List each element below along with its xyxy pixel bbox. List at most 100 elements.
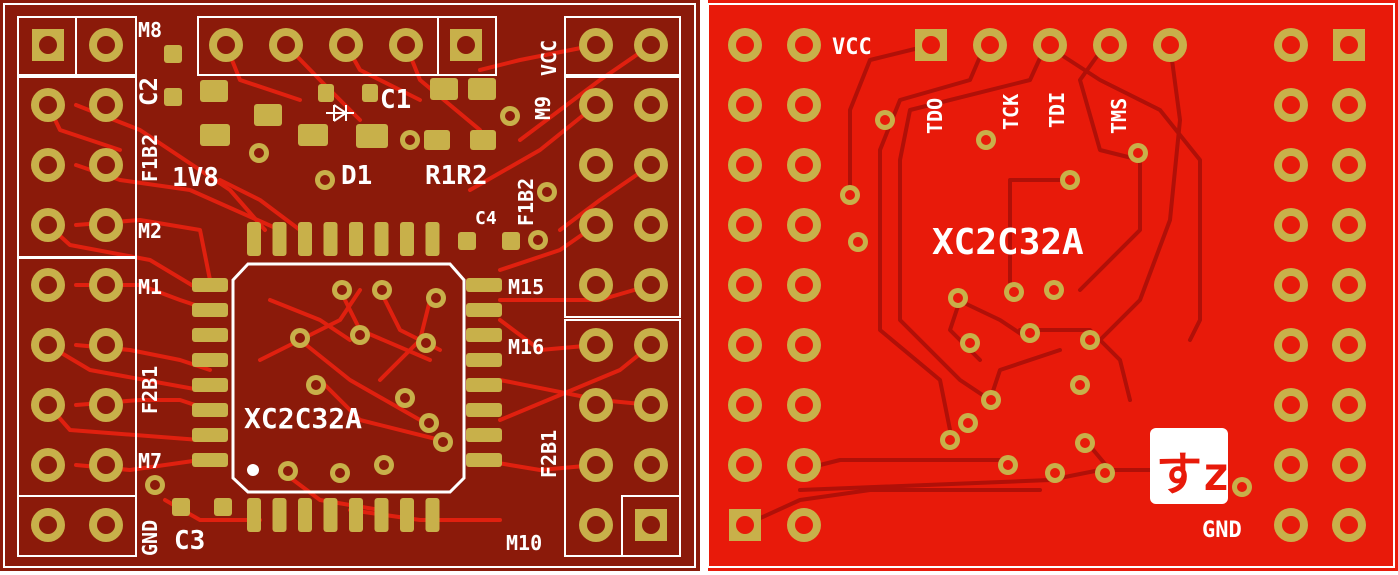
- label-f1b2-right: F1B2: [514, 178, 538, 226]
- via-drill: [542, 187, 552, 197]
- trace: [518, 43, 653, 142]
- chip-pin-left: [192, 428, 228, 442]
- label-d1: D1: [341, 161, 372, 191]
- pad-left-b-drill: [97, 96, 115, 114]
- pad-left-b-drill: [97, 36, 115, 54]
- pad-left-a-drill: [736, 276, 754, 294]
- via-drill: [424, 418, 434, 428]
- chip-pin-top: [349, 222, 363, 256]
- pad-left-a-drill: [39, 96, 57, 114]
- pad-right-a-drill: [1282, 516, 1300, 534]
- back-labels: VCC TDO TCK TDI TMS XC2C32A GND: [832, 35, 1242, 543]
- pad-right-a-drill: [587, 336, 605, 354]
- chip-pin-right: [466, 453, 502, 467]
- front-pads: [31, 28, 668, 542]
- chip-pin-left: [192, 403, 228, 417]
- pad-right-a-drill: [587, 36, 605, 54]
- trace: [498, 318, 598, 352]
- pad-left-b-drill: [795, 456, 813, 474]
- smd-pad: [468, 78, 496, 100]
- smd-pad: [470, 130, 496, 150]
- chip-pin-left: [192, 303, 228, 317]
- label-r1r2: R1R2: [425, 161, 488, 191]
- smd-pad: [424, 130, 450, 150]
- trace: [848, 43, 933, 192]
- chip-pin-right: [466, 278, 502, 292]
- pad-top-header-drill: [981, 36, 999, 54]
- chip-pin-right: [466, 378, 502, 392]
- via-drill: [1100, 468, 1110, 478]
- via-drill: [945, 435, 955, 445]
- smd-pad: [172, 498, 190, 516]
- pad-left-a-drill: [39, 396, 57, 414]
- chip-pin-bottom: [323, 498, 338, 532]
- pad-left-b-drill: [97, 396, 115, 414]
- pad-right-b-drill: [642, 156, 660, 174]
- pad-left-b-drill: [97, 156, 115, 174]
- pad-left-a-drill: [736, 216, 754, 234]
- front-board: M8 C2 VCC C1 M9 F1B2 1V8 D1 R1R2 F1B2 C4…: [0, 0, 700, 571]
- pad-left-a-drill: [39, 156, 57, 174]
- pad-left-a-drill: [736, 516, 754, 534]
- via-drill: [963, 418, 973, 428]
- trace: [1078, 43, 1142, 162]
- chip-pin-top: [298, 222, 312, 256]
- smd-pad: [362, 84, 378, 102]
- pad-right-a-drill: [1282, 276, 1300, 294]
- pad-left-a-drill: [39, 516, 57, 534]
- pad-left-a-drill: [736, 456, 754, 474]
- trace: [1018, 328, 1132, 402]
- label-c4: C4: [475, 208, 497, 229]
- trace: [988, 348, 1062, 402]
- trace: [478, 43, 598, 72]
- trace: [298, 338, 422, 422]
- pad-top-header-drill: [1041, 36, 1059, 54]
- label-m7: M7: [138, 449, 162, 473]
- pad-top-header-drill: [1161, 36, 1179, 54]
- pad-right-b-drill: [642, 36, 660, 54]
- label-gnd-back: GND: [1202, 518, 1242, 543]
- chip-pin-bottom: [247, 498, 261, 532]
- via-drill: [880, 115, 890, 125]
- back-board-outline: [707, 3, 1395, 568]
- back-board-separator: [700, 0, 708, 571]
- front-labels: M8 C2 VCC C1 M9 F1B2 1V8 D1 R1R2 F1B2 C4…: [135, 18, 561, 556]
- label-f1b2-left: F1B2: [138, 134, 162, 182]
- smd-pad: [200, 80, 228, 102]
- via-drill: [1049, 285, 1059, 295]
- chip-pin-right: [466, 328, 502, 342]
- via-drill: [533, 235, 543, 245]
- pad-right-a-drill: [587, 516, 605, 534]
- pad-right-a-drill: [1282, 216, 1300, 234]
- via-drill: [1085, 335, 1095, 345]
- chip-pin-right: [466, 303, 502, 317]
- label-m9: M9: [531, 96, 555, 120]
- chip-pin-left: [192, 328, 228, 342]
- label-chip-back: XC2C32A: [932, 222, 1084, 263]
- label-m16: M16: [508, 335, 544, 359]
- via-drill: [355, 330, 365, 340]
- via-drill: [953, 293, 963, 303]
- via-drill: [1237, 482, 1247, 492]
- via-drill: [320, 175, 330, 185]
- chip-pin-left: [192, 353, 228, 367]
- chip-pin-bottom: [374, 498, 389, 532]
- via-drill: [335, 468, 345, 478]
- pad-left-a-drill: [39, 216, 57, 234]
- via-drill: [295, 333, 305, 343]
- label-m15: M15: [508, 275, 544, 299]
- pad-right-a-drill: [587, 456, 605, 474]
- via-drill: [965, 338, 975, 348]
- pad-right-b-drill: [1340, 36, 1358, 54]
- pad-right-b-drill: [642, 336, 660, 354]
- label-c3: C3: [174, 526, 205, 556]
- trace: [258, 288, 362, 362]
- logo-badge: すz: [1150, 428, 1230, 504]
- pad-right-b-drill: [642, 276, 660, 294]
- pad-right-a-drill: [1282, 336, 1300, 354]
- label-m10: M10: [506, 531, 542, 555]
- pad-right-a-drill: [587, 96, 605, 114]
- pad-right-b-drill: [642, 396, 660, 414]
- via-drill: [981, 135, 991, 145]
